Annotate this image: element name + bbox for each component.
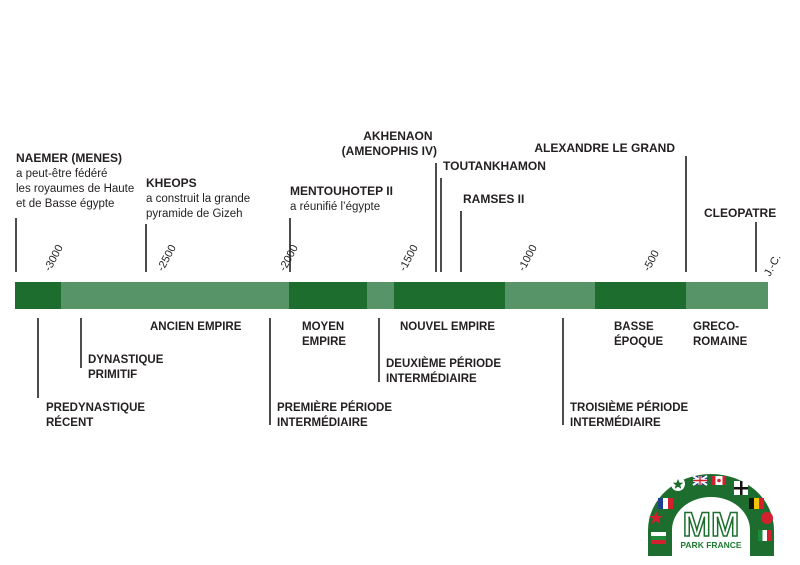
tick-label: J.-C. <box>762 252 784 278</box>
bar-segment-new-kingdom <box>394 282 505 309</box>
period-label-second-intermediate: DEUXIÈME PÉRIODE INTERMÉDIAIRE <box>386 357 504 385</box>
flag-icon-canada <box>712 476 726 485</box>
tick-label: -1500 <box>397 243 421 273</box>
period-label-first-intermediate: PREMIÈRE PÉRIODE INTERMÉDIAIRE <box>277 401 395 429</box>
period-markers <box>37 318 564 425</box>
event-label-cleopatre: CLEOPATRE <box>704 206 776 220</box>
flag-icon-belgium <box>749 498 764 509</box>
bar-segment-greco-roman <box>686 282 768 309</box>
flag-icon-france <box>658 498 673 509</box>
flag-icon-bulgaria <box>651 532 666 544</box>
tick-label: -2000 <box>277 243 301 273</box>
tick-label: -1000 <box>516 243 540 273</box>
period-label-late-period: BASSE ÉPOQUE <box>614 321 664 348</box>
tick-labels: -3000 -2500 -2000 -1500 -1000 -500 J.-C. <box>42 243 784 278</box>
balkenkreuz-icon <box>734 481 748 495</box>
bar-segment-third-intermediate <box>505 282 595 309</box>
event-label-alexandre: ALEXANDRE LE GRAND <box>534 141 675 155</box>
period-label-new-kingdom: NOUVEL EMPIRE <box>400 321 495 333</box>
timeline-bar <box>15 282 768 309</box>
logo-monogram: MM <box>683 506 740 544</box>
bar-segment-early-to-old-kingdom <box>61 282 289 309</box>
flag-icon-japan <box>761 512 773 524</box>
event-markers <box>15 156 757 272</box>
event-label-naemer: NAEMER (MENES) a peut-être fédéré les ro… <box>16 149 139 210</box>
period-label-early-dynastic: DYNASTIQUE PRIMITIF <box>88 354 167 381</box>
star-badge-icon <box>671 477 685 491</box>
tick-label: -2500 <box>155 243 179 273</box>
event-labels: NAEMER (MENES) a peut-être fédéré les ro… <box>16 127 776 220</box>
flag-icon-uk <box>692 475 708 486</box>
period-label-middle-kingdom: MOYEN EMPIRE <box>302 321 347 348</box>
tick-label: -3000 <box>42 243 66 273</box>
event-label-kheops: KHEOPS a construit la grande pyramide de… <box>146 174 255 220</box>
logo-brand-text: PARK FRANCE <box>680 540 742 550</box>
bar-segment-late-period <box>595 282 686 309</box>
event-label-akhenaon: AKHENAON (AMENOPHIS IV) <box>342 127 437 158</box>
bar-segment-second-intermediate <box>367 282 394 309</box>
period-label-greco-roman: GRECO- ROMAINE <box>693 321 748 348</box>
mm-park-france-logo: MM PARK FRANCE <box>648 474 774 556</box>
period-labels: PREDYNASTIQUE RÉCENT DYNASTIQUE PRIMITIF… <box>46 321 748 429</box>
period-label-old-kingdom: ANCIEN EMPIRE <box>150 321 242 333</box>
event-label-ramses: RAMSES II <box>463 192 524 206</box>
flag-icon-italy <box>758 530 772 541</box>
event-label-toutankhamon: TOUTANKHAMON <box>443 159 546 173</box>
bar-segment-middle-kingdom <box>289 282 367 309</box>
event-label-mentouhotep: MENTOUHOTEP II a réunifié l’égypte <box>290 182 397 213</box>
tick-label: -500 <box>641 248 662 273</box>
period-label-predynastic: PREDYNASTIQUE RÉCENT <box>46 402 148 429</box>
period-label-third-intermediate: TROISIÈME PÉRIODE INTERMÉDIAIRE <box>570 401 691 429</box>
bar-segment-predynastic <box>15 282 61 309</box>
red-star-icon <box>649 511 663 524</box>
